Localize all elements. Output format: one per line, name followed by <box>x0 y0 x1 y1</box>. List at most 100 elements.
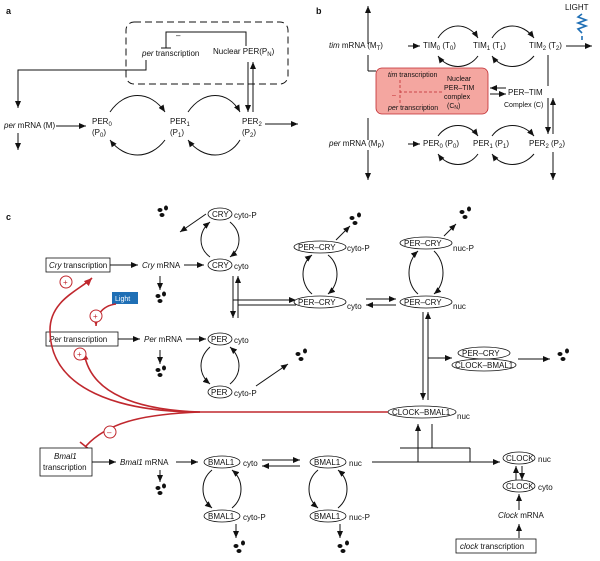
per-transcription: Per transcription <box>49 335 107 344</box>
b-complex-c: Complex (C) <box>504 102 543 109</box>
cry-cyto-p-label: CRY <box>212 210 229 219</box>
cry-cyto-label: CRY <box>212 261 229 270</box>
panel-a-label: a <box>6 6 12 16</box>
svg-text:(P2): (P2) <box>242 128 256 139</box>
svg-text:BMAL1: BMAL1 <box>208 458 235 467</box>
per-cry-nuc-label: PER–CRY <box>404 298 442 307</box>
svg-text:cyto: cyto <box>538 483 553 492</box>
per-cyto-p-oval <box>207 385 233 399</box>
a-per-mrna: per mRNA (M) <box>3 121 55 130</box>
svg-text:cyto: cyto <box>234 336 249 345</box>
bmal1-mrna: Bmal1 mRNA <box>120 458 169 467</box>
panel-b: b tim mRNA (MT) TIM0 (T0) TIM1 (T1) TIM2… <box>316 3 592 180</box>
per-cry-cyto-p-label: PER–CRY <box>298 243 336 252</box>
bmal1-cyto-p-oval <box>203 509 241 523</box>
panel-b-label: b <box>316 6 322 16</box>
svg-text:PER–TIM: PER–TIM <box>444 85 475 92</box>
svg-text:CLOCK–BMAL1: CLOCK–BMAL1 <box>455 361 514 370</box>
svg-text:–: – <box>392 92 396 99</box>
minus-bmal1: – <box>107 428 112 437</box>
b-per2: PER2 (P2) <box>529 139 565 150</box>
a-inhibition-minus: – <box>176 31 181 40</box>
light-box <box>112 292 138 304</box>
svg-text:BMAL1: BMAL1 <box>208 512 235 521</box>
bmal1-nuc-p-oval <box>309 509 347 523</box>
a-transcription-arrow <box>15 60 147 108</box>
svg-text:PER–CRY: PER–CRY <box>462 349 500 358</box>
clock-nuc-oval <box>502 451 536 465</box>
cry-cyto-oval <box>207 258 233 272</box>
degradation-dots <box>155 205 569 553</box>
b-tim2: TIM2 (T2) <box>529 41 562 52</box>
a-per2: PER2 <box>242 117 262 128</box>
bmal1-nuc-oval <box>309 455 347 469</box>
svg-text:cyto: cyto <box>243 459 258 468</box>
b-tim-mrna: tim mRNA (MT) <box>329 41 383 52</box>
svg-text:nuc: nuc <box>349 459 362 468</box>
per-cyto-p-label: PER <box>211 388 228 397</box>
svg-text:nuc: nuc <box>457 412 470 421</box>
svg-text:CLOCK: CLOCK <box>506 454 534 463</box>
clock-bmal1-complex-oval <box>451 358 517 372</box>
per-cry-nuc-p-oval <box>399 236 453 250</box>
cry-cyto-p-oval <box>207 207 233 221</box>
b-light-wave <box>575 13 589 34</box>
svg-text:nuc: nuc <box>538 455 551 464</box>
b-per0: PER0 (P0) <box>423 139 459 150</box>
per-cry-nuc-oval <box>399 295 453 309</box>
cry-transcription: Cry transcription <box>49 261 107 270</box>
per-cry-cyto-label: PER–CRY <box>298 298 336 307</box>
per-cry-cyto-oval <box>293 295 347 309</box>
a-per1: PER1 <box>170 117 190 128</box>
svg-text:cyto-P: cyto-P <box>347 244 370 253</box>
panel-a: a per transcription Nuclear PER(PN) – pe… <box>3 6 298 156</box>
svg-text:cyto: cyto <box>347 302 362 311</box>
nucleus-dashed-box <box>125 21 289 85</box>
bmal1-transcription-box <box>39 447 93 477</box>
per-cyto-label: PER <box>211 335 228 344</box>
a-per-transcription: per transcription <box>141 49 199 58</box>
svg-text:nuc-P: nuc-P <box>453 244 474 253</box>
a-cycle-0-1-top <box>109 95 166 113</box>
plus-light: + <box>93 312 98 321</box>
panel-c-label: c <box>6 212 11 222</box>
plus-cry: + <box>63 278 68 287</box>
bmal1-transcription-word: transcription <box>43 463 87 472</box>
per-cry-nuc-p-label: PER–CRY <box>404 239 442 248</box>
bmal1-cyto-oval <box>203 455 241 469</box>
svg-text:(P0): (P0) <box>92 128 106 139</box>
b-per-transcription: per transcription <box>387 105 438 112</box>
per-mrna: Per mRNA <box>144 335 183 344</box>
b-tim-transcription: tim transcription <box>388 72 438 79</box>
b-tim1: TIM1 (T1) <box>473 41 506 52</box>
clock-transcription: clock transcription <box>460 542 524 551</box>
per-activation-line <box>81 351 201 413</box>
plus-per: + <box>77 350 82 359</box>
a-per0: PER0 <box>92 117 112 128</box>
a-nuclear-per: Nuclear PER(PN) <box>213 47 275 58</box>
svg-text:cyto-P: cyto-P <box>243 513 266 522</box>
clock-mrna: Clock mRNA <box>498 511 544 520</box>
a-cycle-0-1-bottom <box>109 139 166 156</box>
svg-text:cyto-P: cyto-P <box>234 389 257 398</box>
svg-text:nuc: nuc <box>453 302 466 311</box>
bmal1-transcription-name: Bmal1 <box>54 452 77 461</box>
svg-text:complex: complex <box>444 94 471 101</box>
clock-cyto-oval <box>502 479 536 493</box>
per-cry-cyto-p-oval <box>293 240 347 254</box>
cry-activation-line <box>49 277 388 413</box>
a-inhibition-line <box>165 31 247 48</box>
b-tim0: TIM0 (T0) <box>423 41 456 52</box>
svg-text:(P1): (P1) <box>170 128 184 139</box>
light-label: Light <box>115 296 130 303</box>
svg-text:BMAL1: BMAL1 <box>314 458 341 467</box>
b-per-mrna: per mRNA (MP) <box>328 139 384 150</box>
a-cycle-1-2-top <box>187 95 241 113</box>
clock-transcription-box <box>455 538 537 554</box>
cry-cyto-p-suffix: cyto-P <box>234 211 257 220</box>
cry-mrna: Cry mRNA <box>142 261 181 270</box>
svg-text:nuc-P: nuc-P <box>349 513 370 522</box>
panel-c: c Cry transcription Cry mRNA CRY cyto-P … <box>6 205 569 554</box>
b-nuclear-box <box>375 67 489 115</box>
